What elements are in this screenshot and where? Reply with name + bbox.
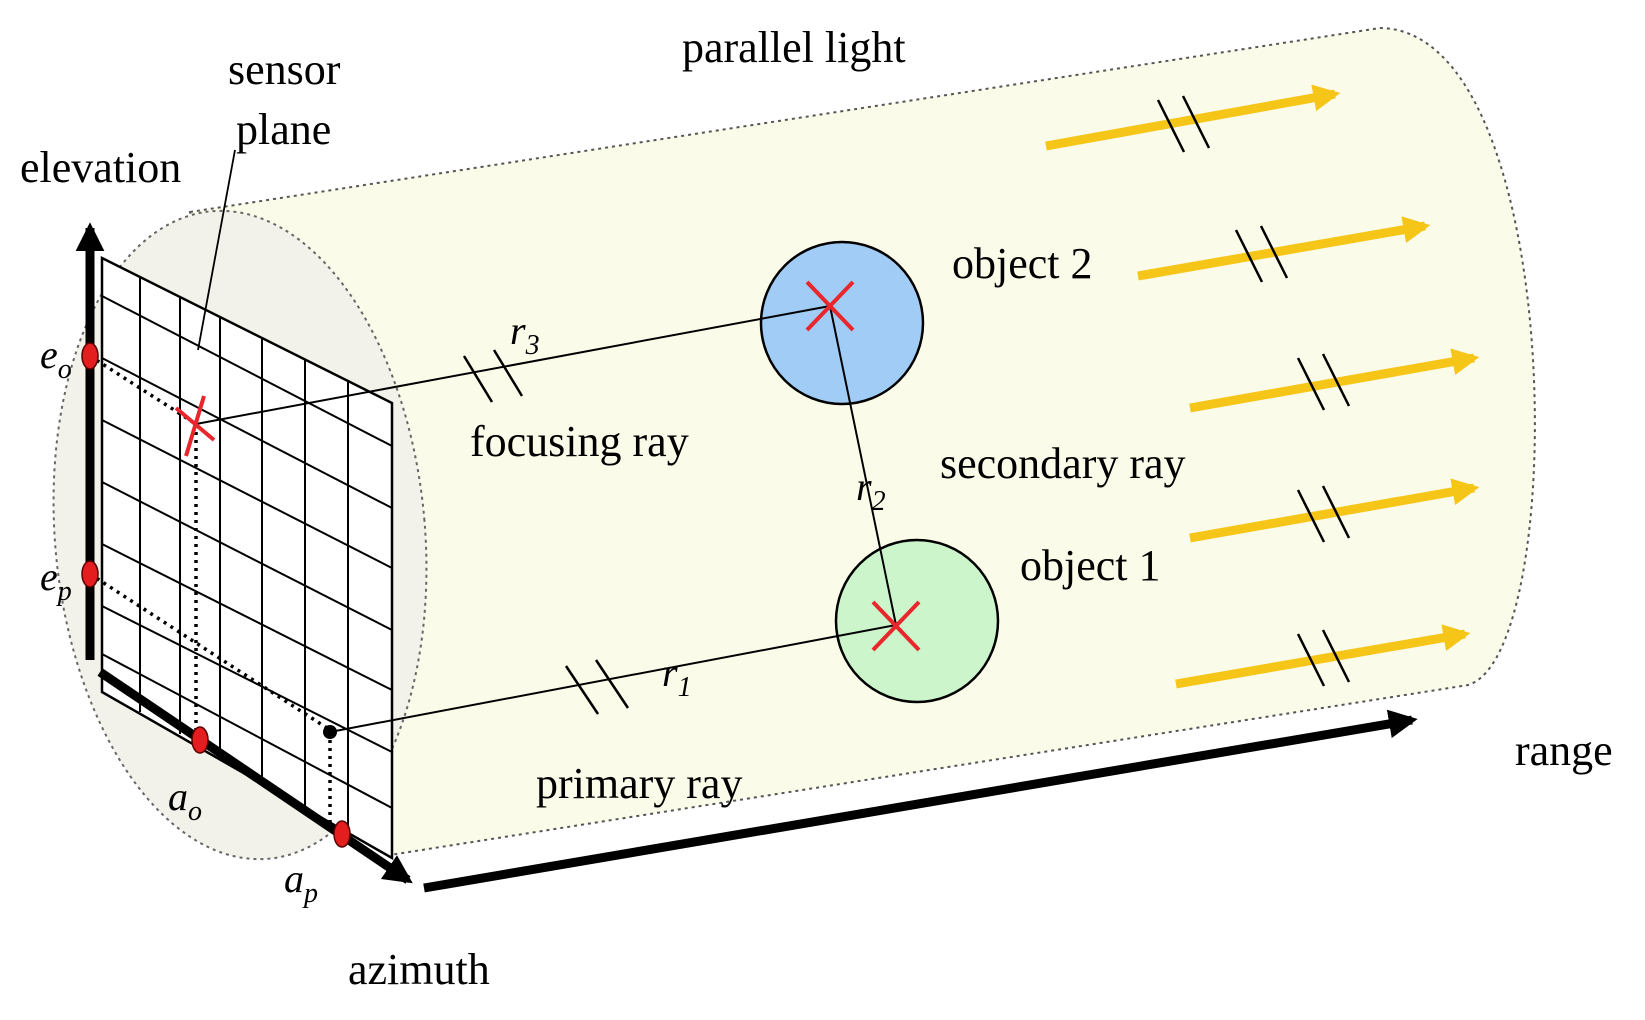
r2-label: r2 xyxy=(856,464,886,517)
pixel-point-dot xyxy=(323,725,337,739)
rays xyxy=(195,305,897,733)
r3-label: r3 xyxy=(510,308,540,361)
sensor-plane-label-line2: plane xyxy=(236,105,331,154)
secondary-ray-label: secondary ray xyxy=(940,439,1186,488)
range-label: range xyxy=(1515,726,1613,775)
cross-icon xyxy=(871,600,921,652)
sensor-plane-leader xyxy=(197,149,236,351)
ap-label: ap xyxy=(284,856,318,909)
object-1-label: object 1 xyxy=(1020,541,1161,590)
r1-label: r1 xyxy=(662,650,692,703)
eo-marker xyxy=(81,342,99,370)
elevation-label: elevation xyxy=(20,143,181,192)
object-2-circle xyxy=(759,240,925,406)
ep-label: ep xyxy=(40,554,72,607)
primary-ray-label: primary ray xyxy=(536,759,742,808)
ao-label: ao xyxy=(168,774,202,827)
cylinder-body xyxy=(188,26,1536,857)
secondary-ray-line xyxy=(829,305,897,626)
ap-marker xyxy=(333,820,351,848)
projection-lines xyxy=(89,354,332,826)
axes xyxy=(75,222,1418,893)
sensor-plane-label-line1: sensor xyxy=(228,45,341,94)
cross-icon xyxy=(174,395,216,457)
azimuth-label: azimuth xyxy=(348,945,490,994)
object-1-circle xyxy=(834,538,1000,704)
ao-marker xyxy=(191,726,209,754)
eo-label: eo xyxy=(40,332,72,385)
focusing-ray-label: focusing ray xyxy=(470,417,689,466)
focusing-ray-line xyxy=(195,305,831,425)
cross-icon xyxy=(805,280,855,332)
azimuth-axis xyxy=(97,668,413,884)
sensor-plane-grid xyxy=(100,255,394,861)
axis-point-markers xyxy=(81,342,351,848)
arrow-right-icon xyxy=(1045,84,1480,689)
ray-parallel-ticks xyxy=(462,349,630,715)
parallel-light-label: parallel light xyxy=(682,23,906,72)
object-2-label: object 2 xyxy=(952,239,1093,288)
primary-ray-line xyxy=(329,624,897,733)
ep-marker xyxy=(81,560,99,588)
range-axis xyxy=(423,709,1418,893)
